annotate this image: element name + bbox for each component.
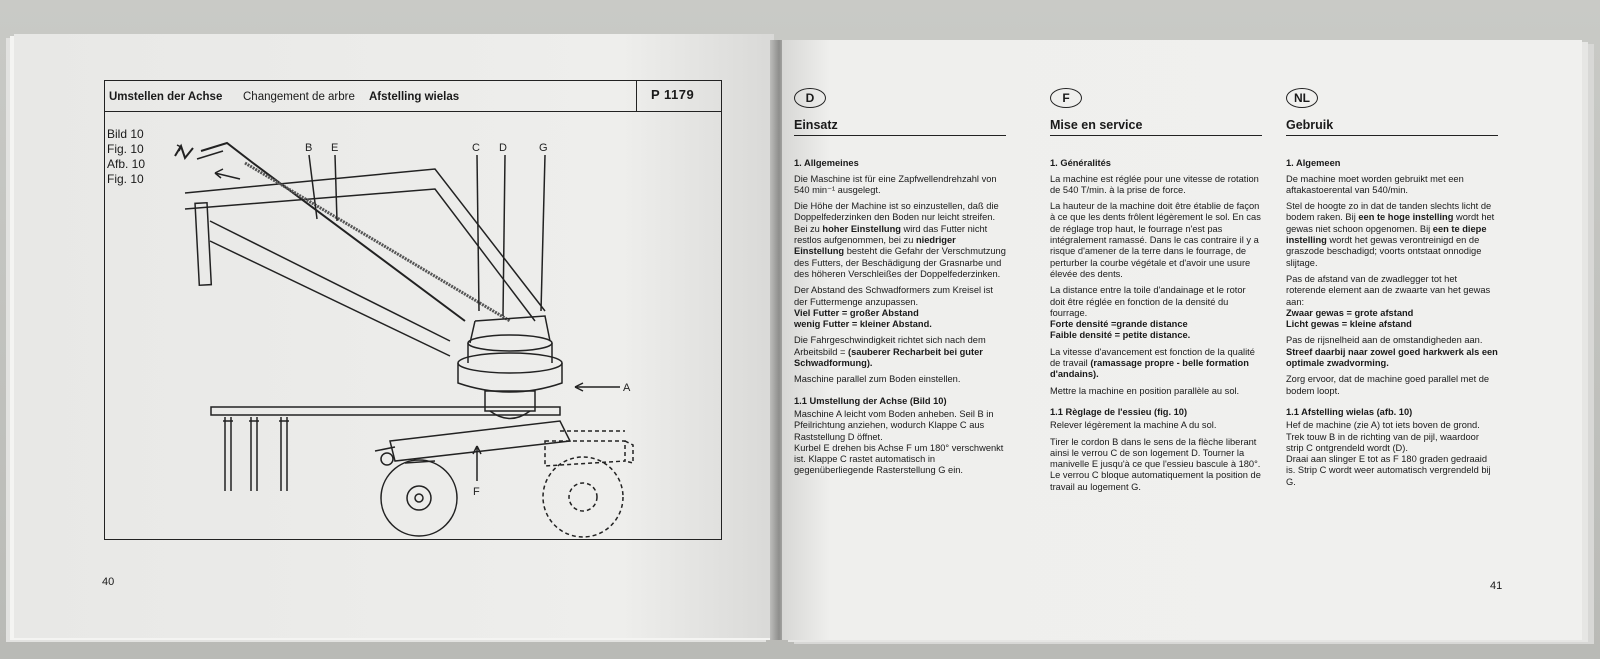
column-nl: NL Gebruik 1. Algemeen De machine moet w… (1286, 88, 1498, 493)
section-title-nl-2: 1.1 Afstelling wielas (afb. 10) (1286, 406, 1413, 417)
section-title-fr-2: 1.1 Règlage de l'essieu (fig. 10) (1050, 406, 1188, 417)
figure-label-nl: Afb. 10 (107, 157, 146, 171)
paragraph-nl-1: De machine moet worden gebruikt met een … (1286, 173, 1464, 195)
section-title-de-2: 1.1 Umstellung der Achse (Bild 10) (794, 395, 947, 406)
paragraph-fr-3: La distance entre la toile d'andainage e… (1050, 285, 1246, 341)
paragraph-de-7: Kurbel E drehen bis Achse F um 180° vers… (794, 442, 1004, 476)
callout-g: G (539, 142, 548, 154)
language-badge-de: D (794, 88, 826, 108)
figure-label-fr: Fig. 10 (107, 142, 144, 156)
paragraph-nl-4: Pas de rijsnelheid aan de omstandigheden… (1286, 335, 1498, 369)
paragraph-fr-4: La vitesse d'avancement est fonction de … (1050, 346, 1255, 380)
column-heading-fr: Mise en service (1050, 119, 1262, 137)
machine-illustration: B E C D G A F (174, 141, 634, 538)
header-title-de: Umstellen der Achse (109, 91, 223, 103)
figure-label-en: Fig. 10 (107, 172, 144, 186)
header-title-fr: Changement de arbre (243, 91, 355, 103)
column-fr: F Mise en service 1. Généralités La mach… (1050, 88, 1262, 498)
page-number-right: 41 (1490, 580, 1503, 592)
paragraph-de-6: Maschine A leicht vom Boden anheben. Sei… (794, 408, 994, 442)
paragraph-fr-2: La hauteur de la machine doit être établ… (1050, 201, 1261, 279)
figure-label-de: Bild 10 (107, 127, 144, 141)
section-title-fr-1: 1. Généralités (1050, 158, 1111, 169)
section-title-de-1: 1. Allgemeines (794, 158, 859, 169)
paragraph-de-4: Die Fahrgeschwindigkeit richtet sich nac… (794, 335, 986, 369)
figure-labels: Bild 10 Fig. 10 Afb. 10 Fig. 10 (107, 127, 145, 187)
paragraph-fr-1: La machine est réglée pour une vitesse d… (1050, 173, 1259, 195)
language-badge-fr: F (1050, 88, 1082, 108)
figure-box: Umstellen der Achse Changement de arbre … (104, 80, 722, 540)
paragraph-nl-5: Zorg ervoor, dat de machine goed paralle… (1286, 374, 1490, 396)
paragraph-de-3: Der Abstand des Schwadformers zum Kreise… (794, 285, 993, 330)
paragraph-de-1: Die Maschine ist für eine Zapfwellendreh… (794, 173, 997, 195)
page-number-left: 40 (102, 576, 115, 588)
callout-d: D (499, 142, 507, 154)
section-title-nl-1: 1. Algemeen (1286, 158, 1341, 169)
figure-code: P 1179 (651, 87, 695, 102)
paragraph-de-2: Die Höhe der Machine ist so einzustellen… (794, 201, 1006, 279)
column-heading-nl: Gebruik (1286, 119, 1498, 137)
callout-c: C (472, 142, 480, 154)
paragraph-fr-5: Mettre la machine en position parallèle … (1050, 385, 1240, 396)
callout-f: F (473, 486, 480, 498)
column-heading-de: Einsatz (794, 119, 1006, 137)
paragraph-nl-7: Draai aan slinger E tot as F 180 graden … (1286, 454, 1491, 487)
figure-code-box: P 1179 (636, 81, 721, 111)
left-page (14, 34, 774, 638)
figure-header: Umstellen der Achse Changement de arbre … (105, 81, 721, 112)
paragraph-fr-6: Relever légèrement la machine A du sol. (1050, 420, 1217, 431)
paragraph-nl-6: Hef de machine (zie A) tot iets boven de… (1286, 420, 1480, 453)
paragraph-fr-7: Tirer le cordon B dans le sens de la flè… (1050, 436, 1261, 492)
paragraph-de-5: Maschine parallel zum Boden einstellen. (794, 374, 961, 385)
callout-a: A (623, 382, 631, 394)
callout-e: E (331, 142, 338, 154)
paragraph-nl-3: Pas de afstand van de zwadlegger tot het… (1286, 273, 1491, 330)
callout-b: B (305, 142, 312, 154)
paragraph-nl-2: Stel de hoogte zo in dat de tanden slech… (1286, 201, 1495, 268)
right-page (782, 40, 1582, 640)
language-badge-nl: NL (1286, 88, 1318, 108)
header-title-nl: Afstelling wielas (369, 91, 460, 103)
column-de: D Einsatz 1. Allgemeines Die Maschine is… (794, 88, 1006, 482)
